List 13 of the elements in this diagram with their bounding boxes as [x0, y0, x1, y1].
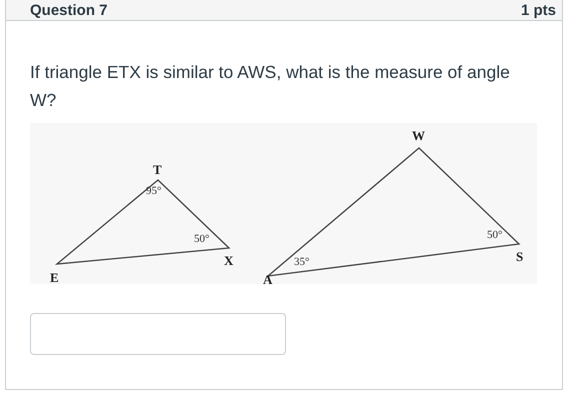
- vertex-label: T: [153, 162, 162, 178]
- question-heading: Question 7: [30, 2, 108, 19]
- vertex-label: S: [516, 249, 524, 265]
- vertex-label: E: [50, 270, 59, 286]
- angle-label: 50°: [194, 233, 210, 245]
- vertex-label: A: [263, 272, 272, 288]
- vertex-label: W: [412, 128, 425, 144]
- angle-label: 35°: [294, 256, 310, 268]
- points-label: 1 pts: [520, 2, 556, 19]
- angle-label: 50°: [487, 229, 502, 241]
- question-text: If triangle ETX is similar to AWS, what is the measure of angle W?: [30, 61, 511, 112]
- vertex-label: X: [224, 253, 234, 269]
- angle-label: 95°: [146, 185, 162, 197]
